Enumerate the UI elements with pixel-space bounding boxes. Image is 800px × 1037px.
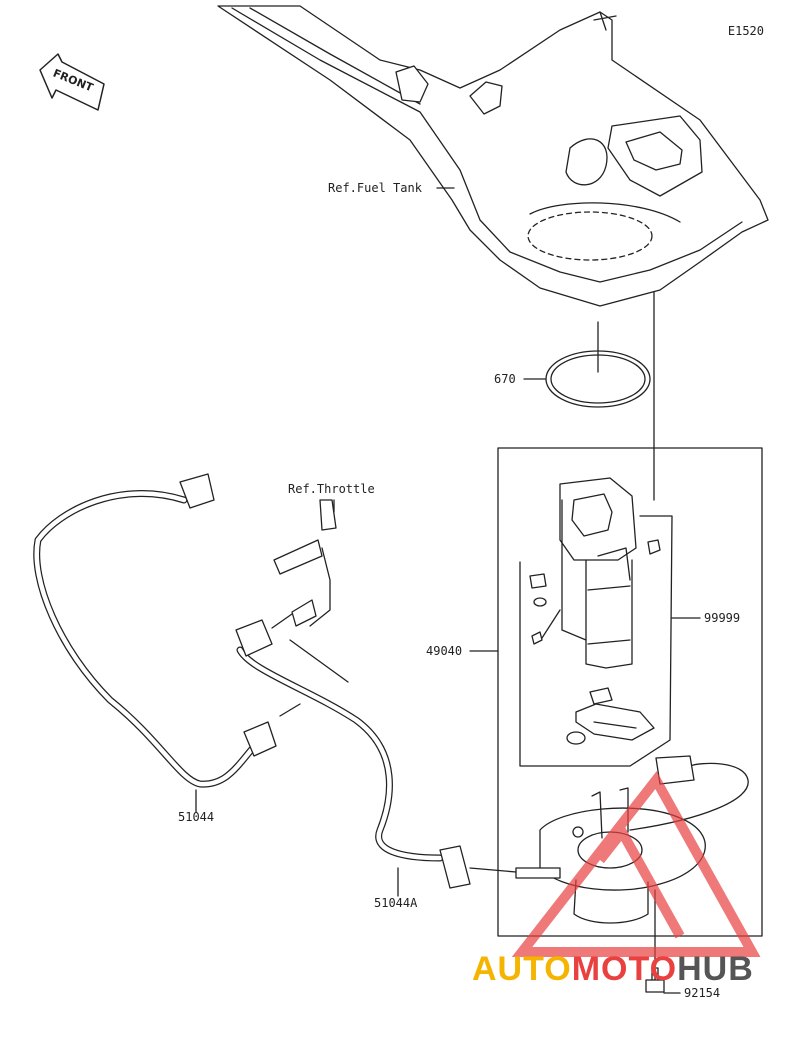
pump-assy-frame — [497, 447, 763, 937]
watermark-logo: AUTOMOTOHUB — [472, 950, 754, 989]
label-hose-b: 51044A — [374, 896, 418, 910]
label-parts-set: 99999 — [704, 611, 741, 625]
fuel-hose-51044A — [235, 619, 517, 889]
watermark-triangle-icon — [511, 770, 761, 957]
label-bolt: 92154 — [684, 986, 721, 1000]
label-throttle: Ref.Throttle — [288, 482, 375, 496]
label-fuel-tank: Ref.Fuel Tank — [328, 181, 422, 195]
parts-set-frame — [519, 515, 673, 767]
label-pump-assy: 49040 — [426, 644, 463, 658]
bolt — [645, 889, 665, 993]
label-o-ring: 670 — [494, 372, 516, 386]
fuel-filter — [566, 687, 655, 745]
pump-connector — [655, 755, 695, 785]
front-arrow-icon — [39, 53, 105, 111]
diagram-code: E1520 — [727, 24, 764, 38]
watermark-part-auto: AUTO — [472, 950, 572, 988]
fuel-pump — [529, 477, 661, 669]
fuel-hose-51044 — [33, 473, 277, 788]
watermark-part-moto: MOTO — [571, 950, 678, 988]
label-hose-a: 51044 — [178, 810, 215, 824]
watermark-part-hub: HUB — [677, 950, 754, 988]
fuel-tank — [217, 5, 769, 307]
throttle-fitting — [271, 499, 337, 629]
